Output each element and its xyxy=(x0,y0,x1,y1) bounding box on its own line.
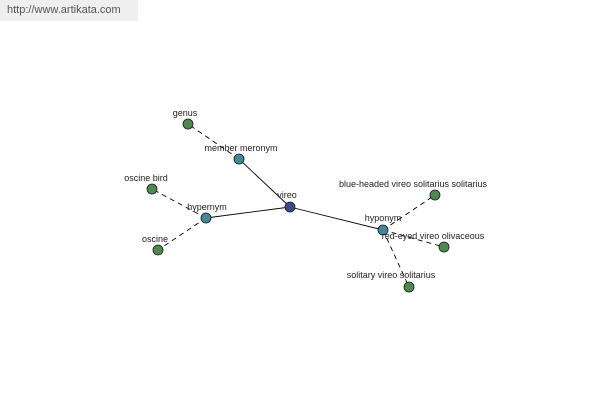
edge-vireo-to-hypernym xyxy=(205,206,291,219)
label-oscine-bird[interactable]: oscine bird xyxy=(124,173,168,183)
label-layer: vireo member meronym hypernym hyponym genus o… xyxy=(124,108,487,280)
node-red-eyed-vireo[interactable] xyxy=(438,241,450,253)
edge-hypernym-to-oscine-bird xyxy=(151,188,207,219)
label-solitary-vireo[interactable]: solitary vireo solitarius xyxy=(347,270,436,280)
edge-hypernym-to-oscine xyxy=(157,217,207,251)
edge-vireo-to-member-meronym xyxy=(238,158,291,208)
node-solitary-vireo[interactable] xyxy=(403,281,415,293)
edge-hyponym-to-solitary-vireo xyxy=(382,229,410,288)
edge-vireo-to-hyponym xyxy=(289,206,384,231)
node-blue-headed-vireo[interactable] xyxy=(429,189,441,201)
node-oscine[interactable] xyxy=(152,244,164,256)
edge-layer xyxy=(151,123,445,288)
source-url-link[interactable]: http://www.artikata.com xyxy=(0,0,138,21)
label-hyponym[interactable]: hyponym xyxy=(365,213,402,223)
node-hyponym[interactable] xyxy=(377,224,389,236)
edge-hyponym-to-red-eyed-vireo xyxy=(382,229,445,248)
label-hypernym[interactable]: hypernym xyxy=(187,202,227,212)
node-hypernym[interactable] xyxy=(200,212,212,224)
label-genus[interactable]: genus xyxy=(173,108,198,118)
node-member-meronym[interactable] xyxy=(233,153,245,165)
label-oscine[interactable]: oscine xyxy=(142,234,168,244)
label-vireo[interactable]: vireo xyxy=(277,190,297,200)
node-oscine-bird[interactable] xyxy=(146,183,158,195)
label-blue-headed-vireo[interactable]: blue-headed vireo solitarius solitarius xyxy=(339,179,488,189)
node-genus[interactable] xyxy=(182,118,194,130)
label-member-meronym[interactable]: member meronym xyxy=(204,143,277,153)
node-layer xyxy=(146,118,450,293)
label-red-eyed-vireo[interactable]: red-eyed vireo olivaceous xyxy=(382,231,485,241)
edge-member-meronym-to-genus xyxy=(187,123,240,160)
node-vireo[interactable] xyxy=(284,201,296,213)
edge-hyponym-to-blue-headed-vireo xyxy=(382,194,436,231)
